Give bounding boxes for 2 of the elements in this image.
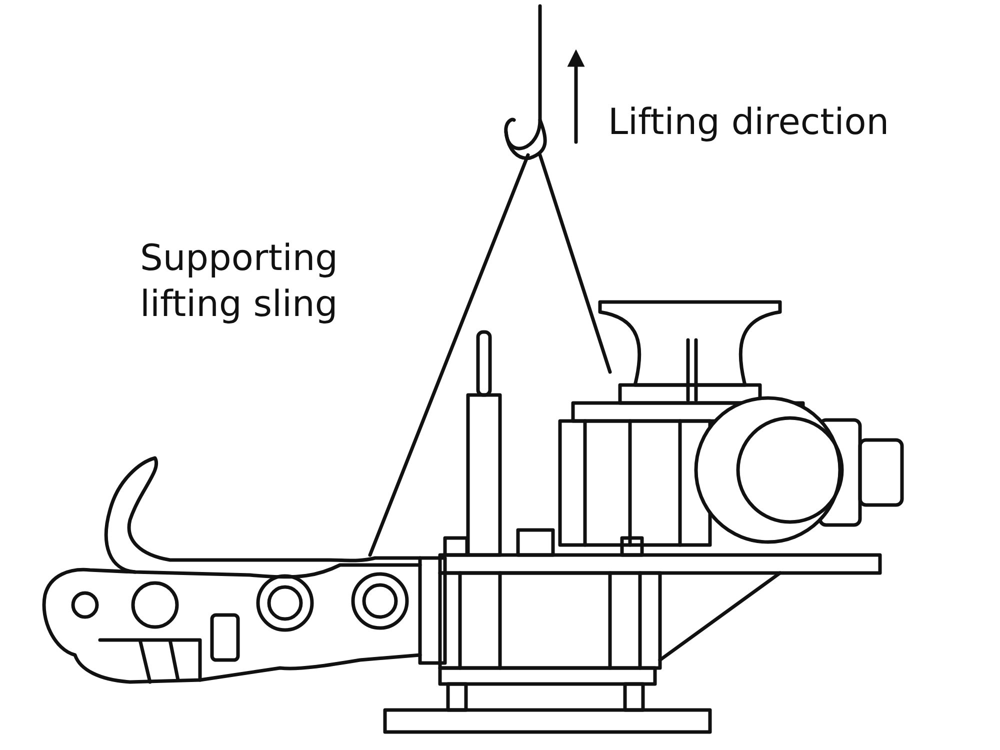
direction-label: Lifting direction [608,101,890,145]
sling-label: Supporting lifting sling [140,237,339,327]
